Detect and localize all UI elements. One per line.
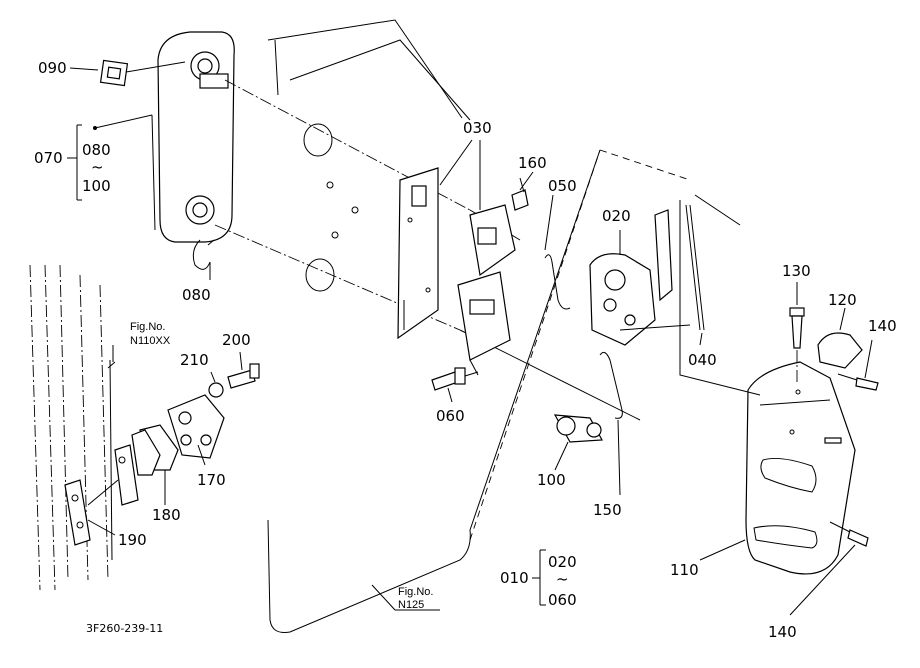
fig-ref-b-line2: N125 bbox=[398, 599, 424, 611]
outer-handle-assembly bbox=[93, 31, 235, 270]
label-010: 010 bbox=[500, 569, 529, 587]
label-030: 030 bbox=[463, 119, 492, 137]
label-200: 200 bbox=[222, 331, 251, 349]
label-160: 160 bbox=[518, 154, 547, 172]
fig-ref-a-line2: N110XX bbox=[130, 335, 171, 347]
label-080: 080 bbox=[182, 286, 211, 304]
door-panel-outline bbox=[267, 19, 691, 633]
label-070: 070 bbox=[34, 149, 63, 167]
bolt-060 bbox=[431, 367, 479, 391]
label-020: 020 bbox=[602, 207, 631, 225]
label-tilde-a: ~ bbox=[91, 158, 104, 176]
label-050: 050 bbox=[548, 177, 577, 195]
door-frame-lines bbox=[29, 264, 109, 591]
hinge-parts bbox=[64, 359, 260, 561]
leader-lines bbox=[67, 67, 873, 616]
label-110: 110 bbox=[670, 561, 699, 579]
label-020-range-start: 020 bbox=[548, 553, 577, 571]
lock-body bbox=[589, 204, 705, 346]
lock-base-plate bbox=[397, 167, 439, 340]
label-100: 100 bbox=[537, 471, 566, 489]
label-120: 120 bbox=[828, 291, 857, 309]
label-060: 060 bbox=[436, 407, 465, 425]
label-tilde-b: ~ bbox=[556, 570, 569, 588]
label-060-range-end: 060 bbox=[548, 591, 577, 609]
label-180: 180 bbox=[152, 506, 181, 524]
knob-and-screws bbox=[789, 307, 879, 547]
label-140-top: 140 bbox=[868, 317, 897, 335]
fig-ref-b-line1: Fig.No. bbox=[398, 586, 433, 598]
label-190: 190 bbox=[118, 531, 147, 549]
label-130: 130 bbox=[782, 262, 811, 280]
label-100-range-end: 100 bbox=[82, 177, 111, 195]
label-080-range-start: 080 bbox=[82, 141, 111, 159]
lock-mechanism bbox=[457, 177, 571, 376]
label-040: 040 bbox=[688, 351, 717, 369]
lock-rod bbox=[599, 351, 623, 419]
label-170: 170 bbox=[197, 471, 226, 489]
drawing-code: 3F260-239-11 bbox=[86, 622, 163, 635]
fig-ref-a-line1: Fig.No. bbox=[130, 321, 165, 333]
label-140-bottom: 140 bbox=[768, 623, 797, 641]
label-090: 090 bbox=[38, 59, 67, 77]
label-150: 150 bbox=[593, 501, 622, 519]
label-210: 210 bbox=[180, 351, 209, 369]
key-cylinder bbox=[553, 414, 603, 443]
inner-handle-cover bbox=[679, 194, 856, 575]
